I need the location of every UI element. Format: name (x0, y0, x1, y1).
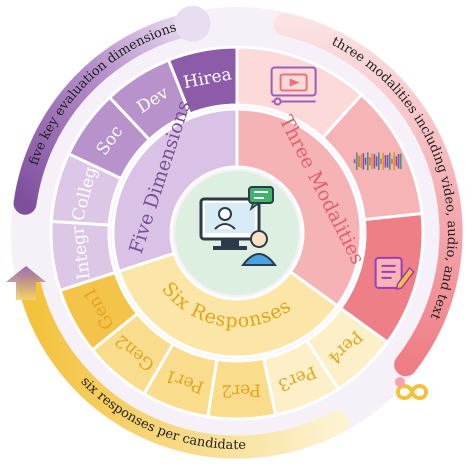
response-segment (141, 341, 219, 419)
response-segment (261, 338, 341, 417)
modalities-caption-arc (273, 12, 463, 377)
response-segment (58, 270, 140, 353)
responses-caption-arc (17, 273, 349, 459)
dimensions-category-segment (111, 107, 239, 274)
text-document-icon (374, 256, 415, 290)
modalities-category-segment (235, 107, 363, 308)
response-item-label: Per2 (221, 379, 261, 400)
video-player-icon (270, 66, 317, 106)
dimensions-caption-arc (13, 12, 205, 215)
audio-waveform-icon (353, 152, 402, 171)
video-interview-icon (199, 186, 277, 266)
response-segment (304, 306, 390, 392)
center-hub (175, 171, 299, 295)
infinity-icon (395, 377, 429, 400)
response-segment (90, 311, 176, 397)
arc-end-bubble (174, 5, 211, 42)
responses-category-segment (117, 251, 340, 359)
up-arrow-icon (6, 266, 46, 300)
response-segment (206, 356, 278, 421)
